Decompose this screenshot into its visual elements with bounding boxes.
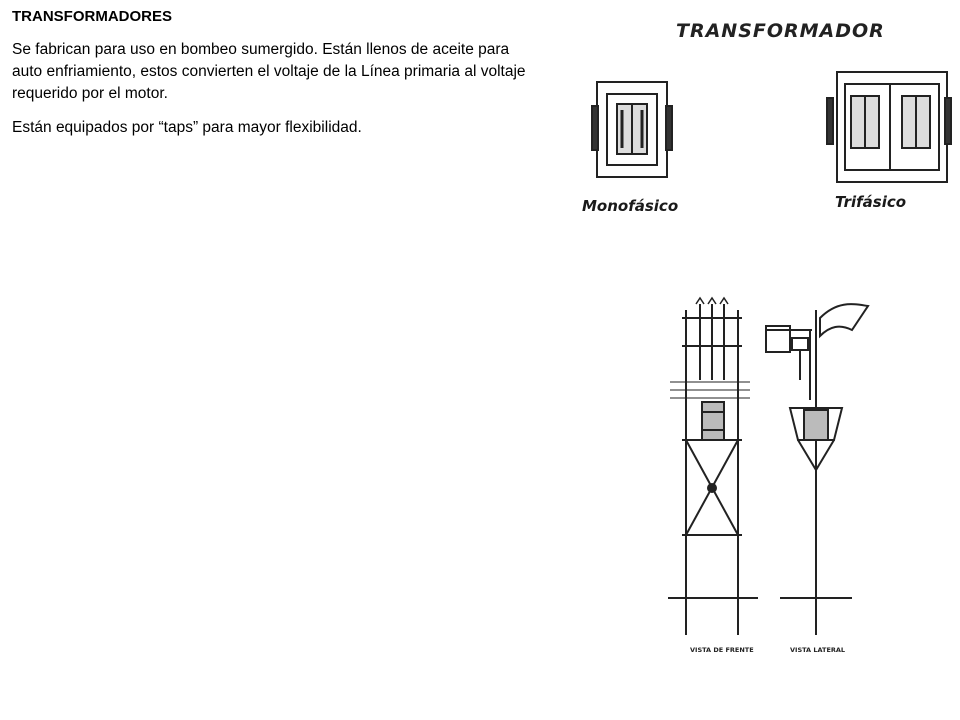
body-paragraph-1: Se fabrican para uso en bombeo sumergido… bbox=[12, 41, 526, 102]
figure-title: TRANSFORMADOR bbox=[676, 20, 885, 42]
pole-mount-figure: VISTA DE FRENTE VISTA LATERAL bbox=[668, 296, 870, 654]
three-phase-core-drawing bbox=[826, 71, 952, 183]
caption-single-phase: Monofásico bbox=[582, 197, 678, 215]
slide-title: TRANSFORMADORES bbox=[12, 8, 172, 25]
front-view-drawing bbox=[670, 296, 750, 635]
body-paragraph-2: Están equipados por “taps” para mayor fl… bbox=[12, 119, 362, 136]
caption-front-view: VISTA DE FRENTE bbox=[690, 646, 754, 654]
slide-text-block: TRANSFORMADORES Se fabrican para uso en … bbox=[12, 8, 542, 151]
side-view-drawing bbox=[765, 303, 870, 635]
single-phase-core-drawing bbox=[591, 81, 673, 178]
caption-side-view: VISTA LATERAL bbox=[790, 646, 845, 654]
transformer-cores-figure: TRANSFORMADOR Monofásico Trifásico bbox=[582, 20, 952, 215]
caption-three-phase: Trifásico bbox=[835, 193, 906, 211]
